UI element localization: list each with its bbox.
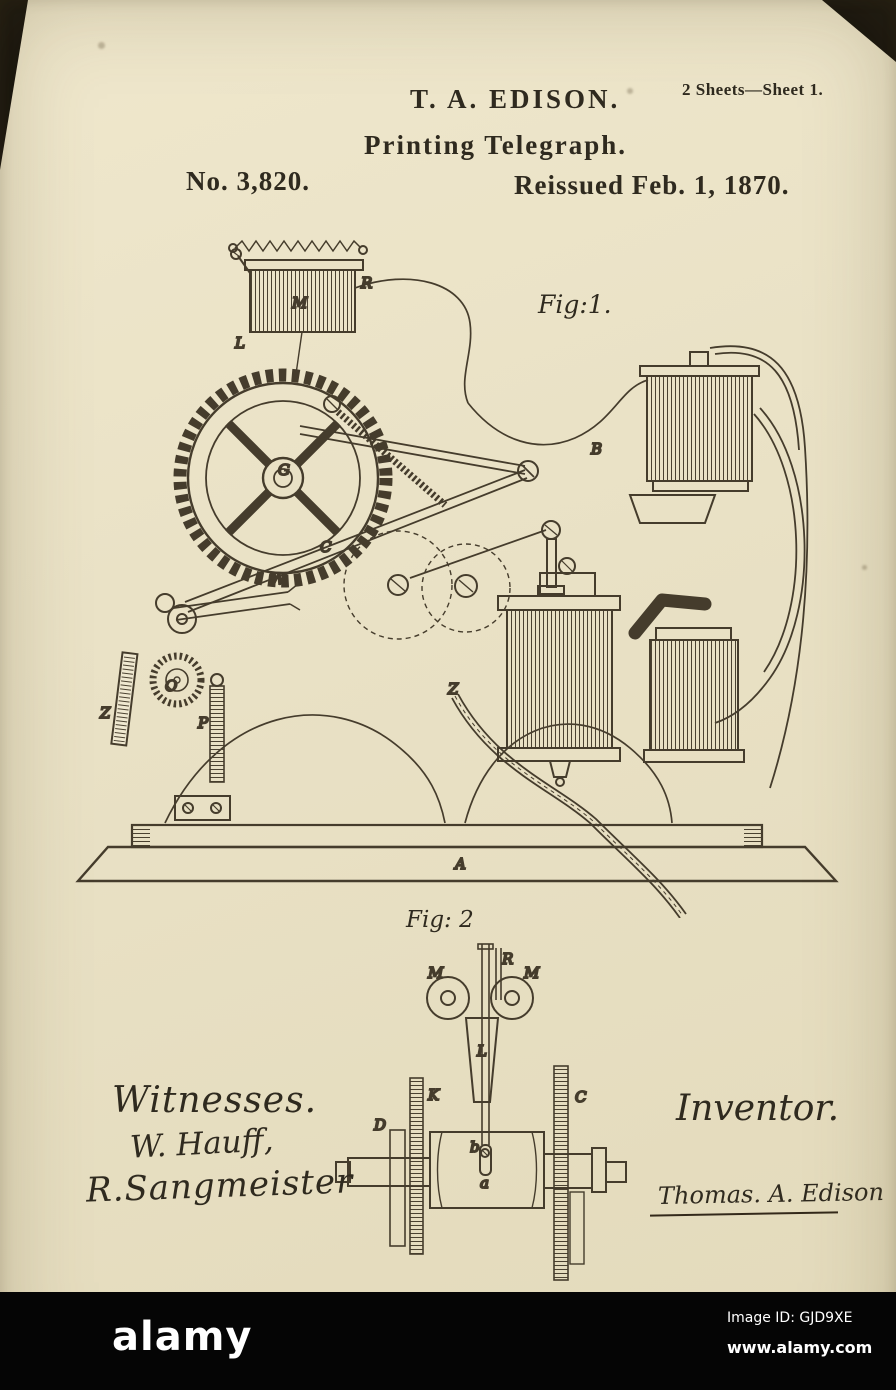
fig2-drawing: R M M L b a xyxy=(330,940,630,1285)
witness-signature-1: W. Hauff, xyxy=(129,1122,274,1165)
patent-title: Printing Telegraph. xyxy=(364,130,627,161)
fig2-label-C: C xyxy=(575,1088,587,1106)
fig2-label-M-right: M xyxy=(523,964,540,982)
fig2-label-K: K xyxy=(427,1086,440,1104)
fig1-label-L: L xyxy=(234,334,245,352)
fig1-label-R: R xyxy=(360,274,372,292)
fig1-label-W: W xyxy=(270,570,287,588)
scan-corner-shadow xyxy=(822,0,896,62)
image-id-text: Image ID: GJD9XE xyxy=(727,1310,852,1326)
fig1-drawing: L M R G C xyxy=(70,228,850,918)
signature-flourish-line xyxy=(650,1211,838,1216)
fig1-label-A: A xyxy=(453,855,466,873)
fig1-label-M: M xyxy=(291,294,308,312)
adjust-post xyxy=(538,521,564,594)
fig2-label-b: b xyxy=(470,1138,480,1156)
fig2-label-D: D xyxy=(373,1116,386,1134)
patent-author: T. A. EDISON. xyxy=(410,84,620,115)
screw-rod xyxy=(324,396,445,505)
barrel xyxy=(430,1132,544,1208)
watermark-bar: alamy Image ID: GJD9XE www.alamy.com xyxy=(0,1292,896,1390)
feed-lever xyxy=(156,584,300,633)
inventor-signature: Thomas. A. Edison xyxy=(658,1178,884,1210)
coil-b xyxy=(630,352,759,523)
coil-right xyxy=(635,600,744,762)
rollers xyxy=(427,977,533,1019)
fig2-label-L: L xyxy=(476,1042,487,1060)
alamy-url-text: www.alamy.com xyxy=(727,1338,872,1357)
fig2-label-a: a xyxy=(480,1174,489,1192)
paper-tape xyxy=(111,652,137,745)
witnesses-heading: Witnesses. xyxy=(112,1080,317,1121)
fig1-label-G: G xyxy=(278,461,290,479)
fig2-label-R: R xyxy=(501,950,513,968)
scan-corner-shadow xyxy=(0,0,28,170)
inventor-heading: Inventor. xyxy=(676,1088,839,1129)
witness-signature-2: R.Sangmeister xyxy=(85,1161,354,1210)
cam xyxy=(344,531,510,639)
fig1-label-Z: Z xyxy=(99,704,111,722)
spring-post xyxy=(175,674,230,820)
paper-speck xyxy=(627,88,633,94)
fig2-label-M-left: M xyxy=(427,964,444,982)
paper-speck xyxy=(98,42,105,49)
coil-main xyxy=(498,558,620,786)
reissue-date: Reissued Feb. 1, 1870. xyxy=(514,170,790,201)
fig1-label-O: O xyxy=(165,677,177,695)
sheet-note: 2 Sheets—Sheet 1. xyxy=(682,80,823,100)
patent-number: No. 3,820. xyxy=(186,166,310,197)
fig1-label-Z2: Z xyxy=(447,680,459,698)
gear-k xyxy=(390,1078,423,1254)
fig1-label-B: B xyxy=(590,440,602,458)
fig1-label-P: P xyxy=(197,714,209,732)
alamy-logo: alamy xyxy=(112,1314,252,1360)
paper-speck xyxy=(862,565,867,570)
